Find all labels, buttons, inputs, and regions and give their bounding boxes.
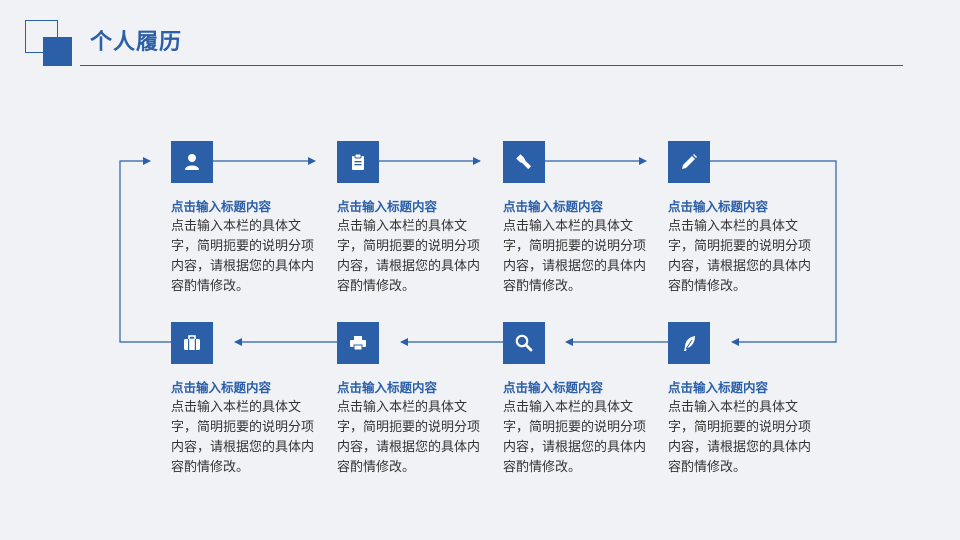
flashlight-icon	[516, 154, 532, 170]
step-1-icon-box[interactable]	[171, 141, 213, 183]
step-2-description: 点击输入本栏的具体文字，简明扼要的说明分项内容，请根据您的具体内容酌情修改。	[337, 219, 481, 294]
logo-outline-square	[25, 20, 58, 53]
step-6-icon-box[interactable]	[503, 322, 545, 364]
step-3-icon-box[interactable]	[503, 141, 545, 183]
clipboard-icon	[352, 153, 364, 170]
step-6-title: 点击输入标题内容	[503, 380, 604, 395]
step-7-description: 点击输入本栏的具体文字，简明扼要的说明分项内容，请根据您的具体内容酌情修改。	[337, 400, 481, 475]
step-2-icon-box[interactable]	[337, 141, 379, 183]
step-6-description: 点击输入本栏的具体文字，简明扼要的说明分项内容，请根据您的具体内容酌情修改。	[503, 400, 647, 475]
step-2-title: 点击输入标题内容	[337, 199, 438, 214]
pencil-icon	[682, 154, 697, 169]
arrow-loop-left	[119, 157, 172, 343]
step-5-icon-box[interactable]	[668, 322, 710, 364]
title-underline	[80, 65, 903, 66]
step-1-title: 点击输入标题内容	[171, 199, 272, 214]
user-icon	[185, 154, 199, 170]
step-4-description: 点击输入本栏的具体文字，简明扼要的说明分项内容，请根据您的具体内容酌情修改。	[668, 219, 812, 294]
arrow-4-down	[710, 160, 837, 346]
step-3-description: 点击输入本栏的具体文字，简明扼要的说明分项内容，请根据您的具体内容酌情修改。	[503, 219, 647, 294]
feather-icon	[684, 336, 695, 351]
logo-filled-square	[43, 37, 72, 66]
step-7-title: 点击输入标题内容	[337, 380, 438, 395]
printer-icon	[350, 336, 366, 351]
step-8-title: 点击输入标题内容	[171, 380, 272, 395]
step-1-description: 点击输入本栏的具体文字，简明扼要的说明分项内容，请根据您的具体内容酌情修改。	[171, 219, 315, 294]
page-title: 个人履历	[90, 30, 183, 55]
step-4-title: 点击输入标题内容	[668, 199, 769, 214]
step-3-title: 点击输入标题内容	[503, 199, 604, 214]
step-8-icon-box[interactable]	[171, 322, 213, 364]
search-icon	[515, 334, 533, 352]
briefcase-icon	[184, 335, 200, 350]
step-8-description: 点击输入本栏的具体文字，简明扼要的说明分项内容，请根据您的具体内容酌情修改。	[171, 400, 315, 475]
step-7-icon-box[interactable]	[337, 322, 379, 364]
step-5-description: 点击输入本栏的具体文字，简明扼要的说明分项内容，请根据您的具体内容酌情修改。	[668, 400, 812, 475]
step-4-icon-box[interactable]	[668, 141, 710, 183]
step-5-title: 点击输入标题内容	[668, 380, 769, 395]
